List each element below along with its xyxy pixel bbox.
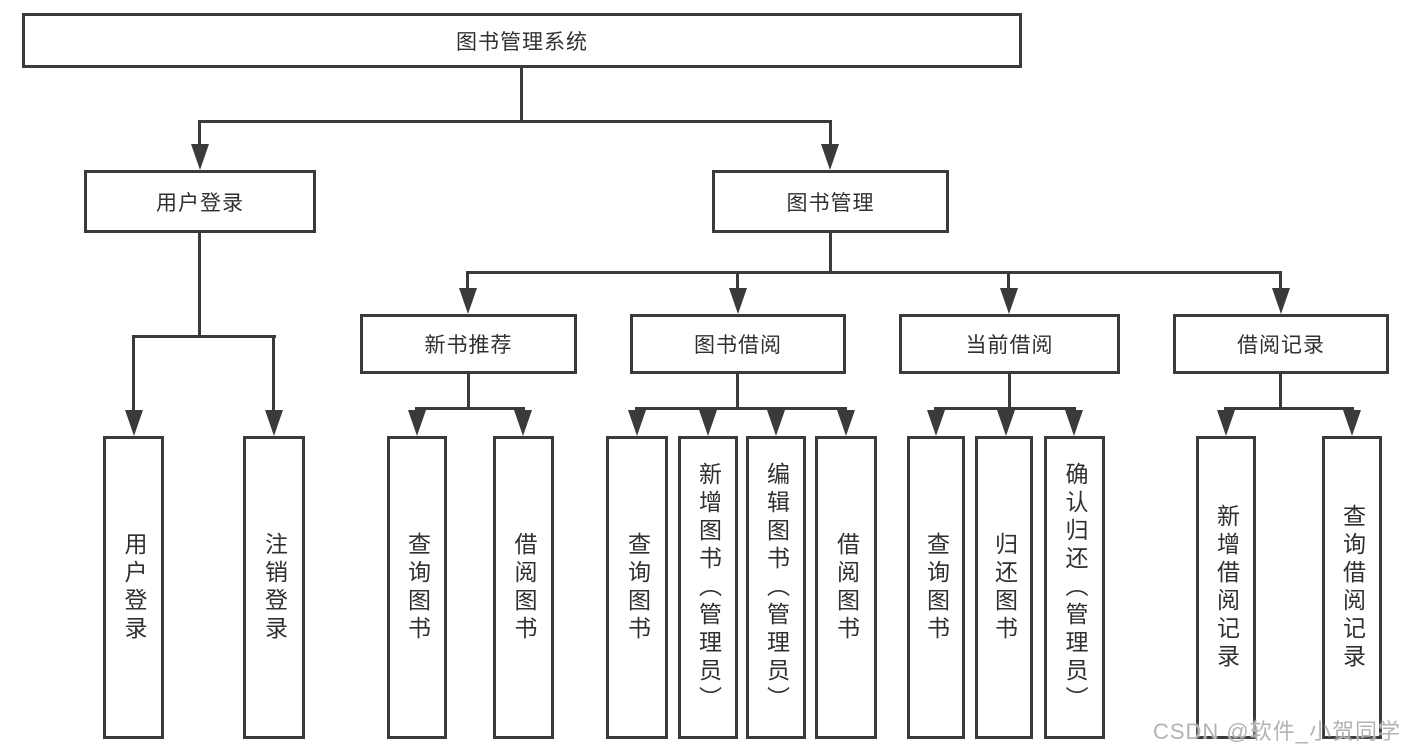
- connector-hline: [635, 407, 847, 410]
- leaf-label: 借阅图书: [833, 531, 860, 644]
- node-root: 图书管理系统: [22, 13, 1022, 68]
- connector-vline: [736, 374, 739, 407]
- node-leaf-query-books-borrowing: 查询图书: [606, 436, 668, 739]
- node-leaf-add-borrow-record: 新增借阅记录: [1196, 436, 1256, 739]
- connector-arrowhead: [927, 410, 945, 436]
- node-new-book-recommend: 新书推荐: [360, 314, 577, 374]
- connector-vline: [198, 233, 201, 335]
- connector-vline: [736, 271, 739, 289]
- connector-hline: [1224, 407, 1354, 410]
- node-new-book-recommend-label: 新书推荐: [424, 334, 513, 357]
- node-book-borrowing: 图书借阅: [630, 314, 846, 374]
- connector-vline: [132, 335, 135, 412]
- node-borrowing-records-label: 借阅记录: [1237, 334, 1325, 357]
- leaf-label: 新增借阅记录: [1213, 503, 1240, 672]
- leaf-label: 注销登录: [261, 531, 288, 644]
- connector-arrowhead: [837, 410, 855, 436]
- connector-vline: [1279, 271, 1282, 289]
- leaf-label: 查询图书: [404, 531, 431, 644]
- connector-hline: [466, 271, 1282, 274]
- leaf-label: 查询图书: [624, 531, 651, 644]
- connector-arrowhead: [821, 144, 839, 170]
- leaf-label: 借阅图书: [511, 531, 537, 644]
- node-leaf-logout: 注销登录: [243, 436, 305, 739]
- node-leaf-confirm-return-admin: 确认归还（管理员）: [1044, 436, 1105, 739]
- connector-arrowhead: [408, 410, 426, 436]
- connector-arrowhead: [459, 288, 477, 314]
- node-book-borrowing-label: 图书借阅: [694, 334, 782, 357]
- leaf-label: 新增图书（管理员）: [695, 461, 722, 714]
- leaf-label: 归还图书: [991, 531, 1018, 644]
- connector-arrowhead: [1343, 410, 1361, 436]
- connector-arrowhead: [729, 288, 747, 314]
- node-current-borrowing: 当前借阅: [899, 314, 1120, 374]
- connector-arrowhead: [699, 410, 717, 436]
- leaf-label: 查询图书: [923, 531, 950, 644]
- node-leaf-query-borrow-record: 查询借阅记录: [1322, 436, 1382, 739]
- connector-arrowhead: [265, 410, 283, 436]
- connector-vline: [272, 335, 275, 412]
- connector-vline: [466, 271, 469, 289]
- node-book-management-label: 图书管理: [786, 191, 875, 215]
- connector-vline: [1007, 271, 1010, 289]
- connector-arrowhead: [1217, 410, 1235, 436]
- node-leaf-return-books: 归还图书: [975, 436, 1033, 739]
- connector-arrowhead: [767, 410, 785, 436]
- connector-vline: [198, 120, 201, 146]
- node-leaf-add-books-admin: 新增图书（管理员）: [678, 436, 738, 739]
- csdn-watermark: CSDN @软件_小贺同学: [1152, 719, 1401, 744]
- node-user-login-label: 用户登录: [156, 191, 244, 215]
- node-leaf-borrow-books-recommend: 借阅图书: [493, 436, 554, 739]
- node-root-label: 图书管理系统: [456, 30, 588, 54]
- connector-arrowhead: [125, 410, 143, 436]
- connector-vline: [829, 233, 832, 271]
- connector-hline: [132, 335, 276, 338]
- node-leaf-borrow-books: 借阅图书: [815, 436, 877, 739]
- node-leaf-edit-books-admin: 编辑图书（管理员）: [746, 436, 806, 739]
- node-leaf-user-login: 用户登录: [103, 436, 164, 739]
- node-book-management: 图书管理: [712, 170, 949, 233]
- leaf-label: 用户登录: [121, 531, 147, 644]
- connector-arrowhead: [514, 410, 532, 436]
- node-leaf-query-books-recommend: 查询图书: [387, 436, 447, 739]
- connector-vline: [520, 68, 523, 120]
- connector-vline: [829, 120, 832, 146]
- connector-vline: [467, 374, 470, 407]
- leaf-label: 确认归还（管理员）: [1062, 461, 1088, 714]
- connector-arrowhead: [1000, 288, 1018, 314]
- connector-arrowhead: [191, 144, 209, 170]
- connector-arrowhead: [628, 410, 646, 436]
- connector-hline: [198, 120, 832, 123]
- connector-arrowhead: [997, 410, 1015, 436]
- node-user-login: 用户登录: [84, 170, 316, 233]
- leaf-label: 编辑图书（管理员）: [763, 461, 790, 714]
- connector-vline: [1279, 374, 1282, 407]
- connector-arrowhead: [1065, 410, 1083, 436]
- connector-arrowhead: [1272, 288, 1290, 314]
- leaf-label: 查询借阅记录: [1339, 503, 1366, 672]
- connector-vline: [1008, 374, 1011, 407]
- node-borrowing-records: 借阅记录: [1173, 314, 1389, 374]
- node-leaf-query-books-current: 查询图书: [907, 436, 965, 739]
- connector-hline: [415, 407, 525, 410]
- node-current-borrowing-label: 当前借阅: [965, 334, 1054, 357]
